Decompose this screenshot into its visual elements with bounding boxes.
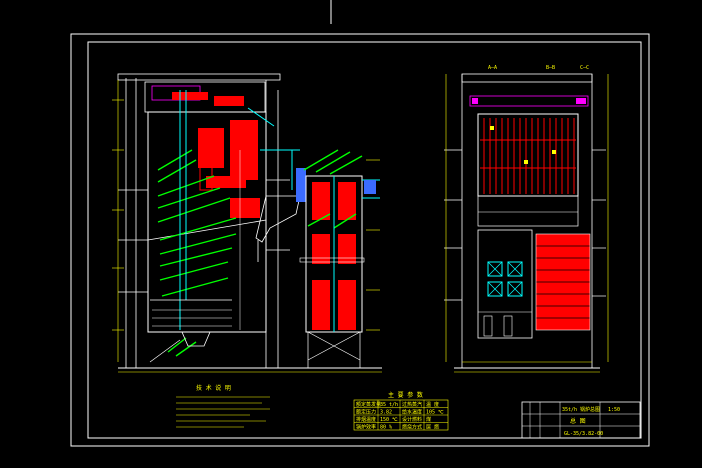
spec-cell: 80 % xyxy=(380,425,392,431)
spec-table: 主 要 参 数 额定蒸发量 35 t/h 过热蒸汽 温 度 额定压力 3.82 … xyxy=(353,391,449,431)
spec-cell: 锅炉效率 xyxy=(356,424,376,431)
spec-cell: 排烟温度 xyxy=(356,416,376,423)
outer-frame xyxy=(70,33,650,447)
project-name: 35t/h 锅炉总图 xyxy=(562,406,600,413)
drawing-scale: 1:50 xyxy=(608,407,620,413)
spec-cell: 额定压力 xyxy=(356,409,376,416)
spec-cell: 额定蒸发量 xyxy=(356,401,381,408)
spec-table-title: 主 要 参 数 xyxy=(388,391,423,399)
spec-cell: 燃烧方式 xyxy=(402,424,422,431)
economizer-tower xyxy=(299,149,380,368)
front-section-view: A—A B—B C—C xyxy=(444,65,609,373)
front-drum xyxy=(469,95,589,107)
spec-cell: 层 燃 xyxy=(426,424,439,431)
duct-connection xyxy=(296,168,306,202)
spec-cell: 煤 xyxy=(426,416,431,423)
spec-cell: 温 度 xyxy=(426,401,439,408)
notes-title: 技 术 说 明 xyxy=(196,384,231,392)
spec-cell: 给水温度 xyxy=(402,409,422,416)
drawing-number: GL-35/3.82-00 xyxy=(564,431,603,437)
fan-units xyxy=(487,261,523,297)
section-label-b: B—B xyxy=(546,65,555,71)
spec-cell: 设计燃料 xyxy=(402,416,422,423)
spec-cell: 35 t/h xyxy=(380,402,398,408)
spec-cell: 过热蒸汽 xyxy=(402,401,422,408)
spec-cell: 3.82 xyxy=(380,410,392,416)
title-block: 35t/h 锅炉总图 总 图 1:50 GL-35/3.82-00 xyxy=(521,401,641,439)
sheet-title: 总 图 xyxy=(570,417,586,425)
section-label-a: A—A xyxy=(488,65,497,71)
spec-cell: 150 ℃ xyxy=(380,417,398,423)
inner-frame xyxy=(87,41,642,439)
technical-notes: 技 术 说 明 xyxy=(176,384,270,428)
spec-cell: 105 ℃ xyxy=(426,410,444,416)
section-label-c: C—C xyxy=(580,65,589,71)
side-elevation-view xyxy=(112,73,382,373)
